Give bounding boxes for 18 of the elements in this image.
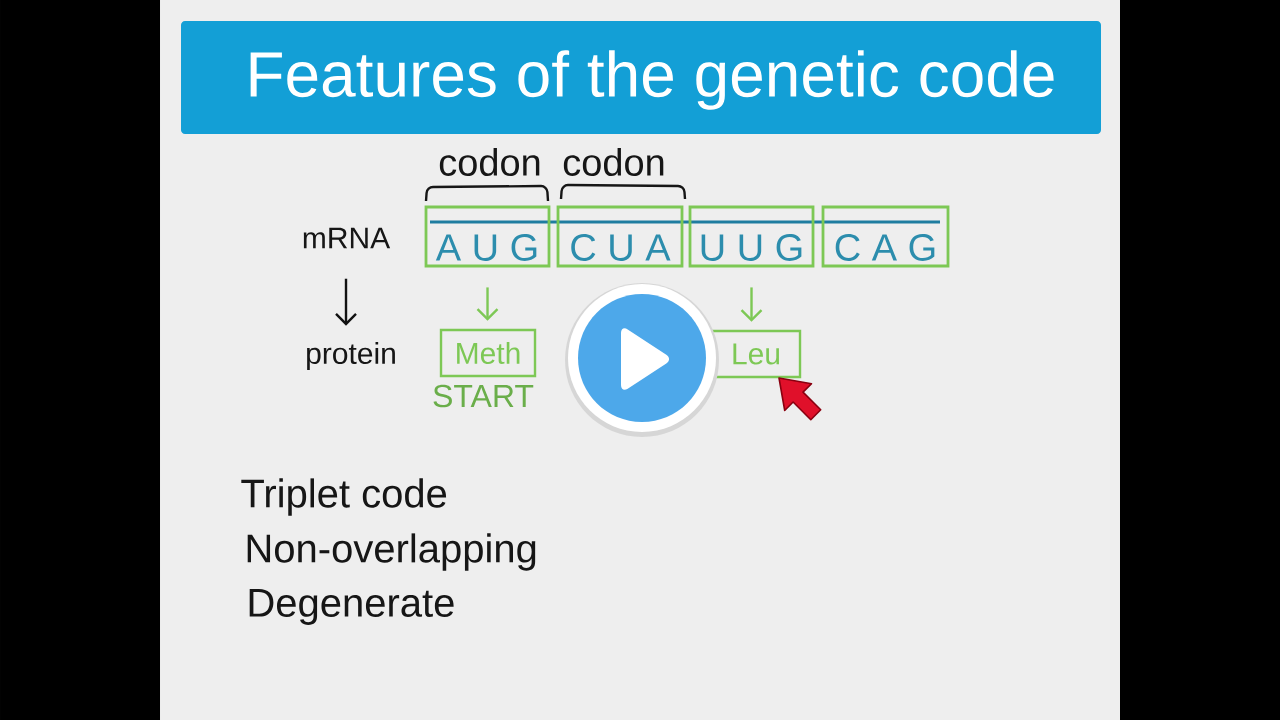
list-item: Non-overlapping <box>247 533 536 571</box>
codon-box: U U G <box>688 205 815 268</box>
codon-box: C U A <box>556 205 684 268</box>
row-label: mRNA <box>303 227 391 249</box>
title-banner: Features of the genetic code <box>181 21 1101 134</box>
row-label: protein <box>307 342 395 370</box>
codon-box: C A G <box>821 205 950 268</box>
list-item: Triplet code <box>241 478 447 516</box>
strand-line <box>430 220 940 224</box>
brace-label: codon <box>439 148 540 176</box>
brace-label: codon <box>563 148 664 176</box>
arrow <box>476 287 499 321</box>
codon-box: A U G <box>424 205 551 268</box>
amino-acid-box: Meth <box>439 328 537 378</box>
arrow <box>740 287 763 322</box>
node-caption: START <box>433 384 534 408</box>
arrow <box>335 278 357 326</box>
list-item: Degenerate <box>249 589 454 625</box>
